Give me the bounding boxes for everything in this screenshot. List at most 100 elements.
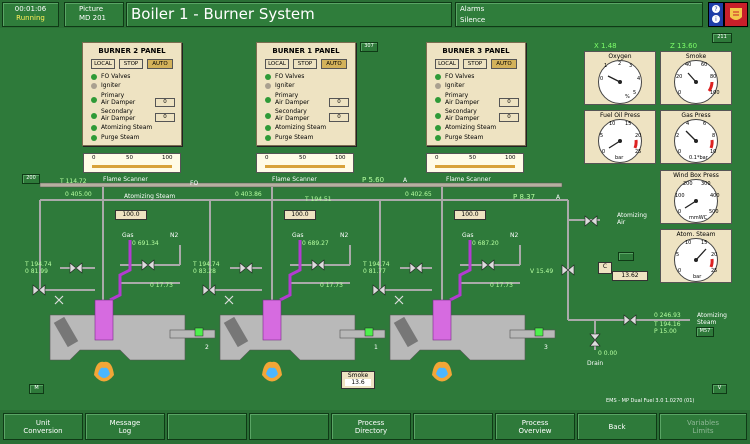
panel-title: BURNER 2 PANEL [98,47,166,55]
scale-mid: 50 [469,155,476,161]
temp-readout: T 194.74 [25,261,52,268]
flow-burner-1: 0 403.86 [235,191,262,198]
page-title: Boiler 1 - Burner System [131,5,315,23]
valve-position-box[interactable]: 100.0 [284,210,316,220]
tick: 100 [710,90,720,96]
v-button[interactable]: V [712,384,727,394]
primary-air-input[interactable]: 0 [329,98,349,107]
m57-button[interactable]: M57 [696,327,714,337]
status-dot [435,83,441,89]
valve-position-box[interactable]: 100.0 [115,210,147,220]
gauge-face [674,238,718,282]
tick: 0 [678,209,682,215]
n2-label: N2 [340,232,349,239]
local-button[interactable]: LOCAL [435,59,459,69]
run-status: Running [16,14,45,22]
controller-label[interactable]: C [598,262,612,274]
stop-button[interactable]: STOP [463,59,487,69]
tick: 15 [625,121,632,127]
back-button[interactable]: Back [577,413,657,440]
page-code-button[interactable]: 211 [712,33,732,43]
stop-button[interactable]: STOP [119,59,143,69]
gas-press-gauge: Gas Press 4 6 2 8 0 10 0.1*bar [660,110,732,164]
empty-button[interactable] [167,413,247,440]
status-dot [91,135,97,141]
secondary-air-input[interactable]: 0 [155,113,175,122]
status-dot [435,125,441,131]
atomizing-steam-label: Atomizing Steam [445,124,497,131]
status-dot [91,97,97,103]
tick: 0 [678,90,682,96]
gauge-unit: bar [615,155,624,161]
valve-readout: V 15.49 [530,268,554,275]
tick: 2 [676,133,680,139]
gas-flow-readout: 0 689.27 [302,240,329,247]
picture-panel[interactable]: Picture MD 201 [64,2,124,27]
empty-button[interactable] [413,413,493,440]
flame-scanner-bar: 0 50 100 [426,153,524,173]
code-200-button[interactable]: 200 [22,174,40,184]
atomizing-steam-label: Atomizing Steam [101,124,153,131]
tick: 4 [637,76,641,82]
gauge-title: Fuel Oil Press [600,112,640,119]
steam-press-readout: P 8.37 [513,193,536,201]
local-button[interactable]: LOCAL [91,59,115,69]
wind-box-press-gauge: Wind Box Press 200 300 100 400 0 500 mmW… [660,170,732,224]
atomizing-steam-line-label: Atomizing Steam [124,193,176,200]
gauge-title: Smoke [685,53,707,60]
tick: 3 [629,63,633,69]
purge-steam-label: Purge Steam [445,134,484,141]
drain-flow-readout: 0 0.00 [598,350,618,357]
tick: 5 [600,133,604,139]
purge-steam-label: Purge Steam [101,134,140,141]
status-dot [265,125,271,131]
btn-line1: Unit [35,418,51,427]
tick: 2 [618,61,622,67]
burner-3-panel: BURNER 3 PANEL LOCAL STOP AUTO FO Valves… [426,42,526,146]
auto-button[interactable]: AUTO [321,59,347,69]
secondary-air-input[interactable]: 0 [329,113,349,122]
flow-readout: 0 83.28 [193,268,216,275]
svg-text:?: ? [714,6,717,13]
smoke-readout-box: Smoke 13.6 [341,371,375,389]
secondary-air-input[interactable]: 0 [499,113,519,122]
tick: 0 [678,268,682,274]
status-dot [91,74,97,80]
local-button[interactable]: LOCAL [265,59,289,69]
flow-readout: 0 81.77 [363,268,386,275]
gauge-unit: mmWC [689,215,708,221]
btn-line1: Process [357,418,385,427]
valve-position-box[interactable]: 100.0 [454,210,486,220]
auto-button[interactable]: AUTO [147,59,173,69]
controller-up-button[interactable] [618,252,634,261]
tick: 400 [710,193,720,199]
scanner-fill [265,165,345,168]
tick: 500 [709,209,719,215]
tick: 20 [635,133,642,139]
gauge-unit: 0.1*bar [689,155,708,161]
status-dot [435,74,441,80]
burner-1-panel: BURNER 1 PANEL LOCAL STOP AUTO FO Valves… [256,42,356,146]
gauge-face [598,60,642,104]
gauge-title: Atom. Steam [676,231,716,238]
tick: 10 [609,121,616,127]
panel-code-button[interactable]: 307 [360,42,378,52]
btn-line1: Process [521,418,549,427]
primary-air-input[interactable]: 0 [155,98,175,107]
atom-flow-readout: 0 246.93 [654,312,681,319]
info-button[interactable]: ?i [708,2,724,27]
controller-value[interactable]: 13.62 [612,271,648,281]
alarm-panel[interactable]: Alarms Silence [455,2,703,27]
primary-air-input[interactable]: 0 [499,98,519,107]
tick: 40 [685,62,692,68]
stop-button[interactable]: STOP [293,59,317,69]
empty-button[interactable] [249,413,329,440]
m-button[interactable]: M [29,384,44,394]
flame-scanner-label: Flame Scanner [446,176,491,183]
auto-button[interactable]: AUTO [491,59,517,69]
